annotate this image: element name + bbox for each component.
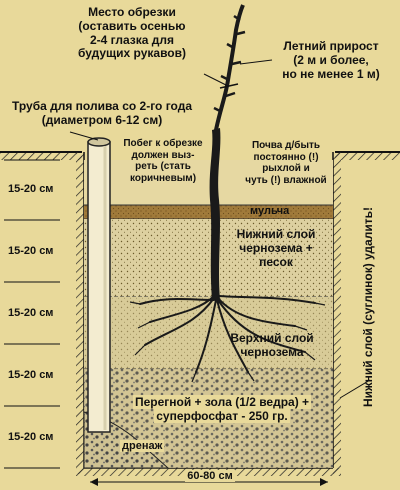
depth-label: 15-20 см	[8, 245, 54, 257]
remove-subsoil-label: Нижний слой (суглинок) удалить!	[361, 207, 375, 407]
depth-label: 15-20 см	[8, 369, 54, 381]
subsoil-leader	[339, 379, 371, 399]
growth-leader	[239, 59, 273, 65]
watering-pipe-label: Труба для полива со 2-го года (диаметром…	[11, 99, 193, 127]
pruning-place-label: Место обрезки (оставить осенью 2-4 глазк…	[77, 5, 187, 61]
depth-ruler	[4, 159, 60, 469]
shoot-note-label: Побег к обрезке должен выз- реть (стать …	[123, 138, 203, 184]
pipe-leader	[69, 131, 99, 141]
prune-leader	[203, 73, 229, 87]
grapevine-plant	[129, 4, 326, 383]
upper-layer-label: Верхний слой чернозема	[230, 331, 314, 359]
depth-label: 15-20 см	[8, 183, 54, 195]
summer-growth-label: Летний прирост (2 м и более, но не менее…	[282, 39, 380, 81]
soil-note-label: Почва д/быть постоянно (!) рыхлой и чуть…	[245, 140, 327, 186]
width-label: 60-80 см	[185, 470, 235, 482]
width-dimension	[90, 478, 328, 486]
lower-layer-label: Нижний слой чернозема + песок	[236, 227, 316, 269]
drainage-label: дренаж	[120, 440, 165, 452]
watering-pipe	[87, 137, 111, 433]
depth-label: 15-20 см	[8, 307, 54, 319]
depth-label: 15-20 см	[8, 431, 54, 443]
soil-layers	[84, 160, 333, 468]
humus-layer-label: Перегной + зола (1/2 ведра) + суперфосфа…	[132, 395, 312, 423]
mulch-label: мульча	[250, 205, 290, 217]
ground-surface	[0, 151, 400, 160]
